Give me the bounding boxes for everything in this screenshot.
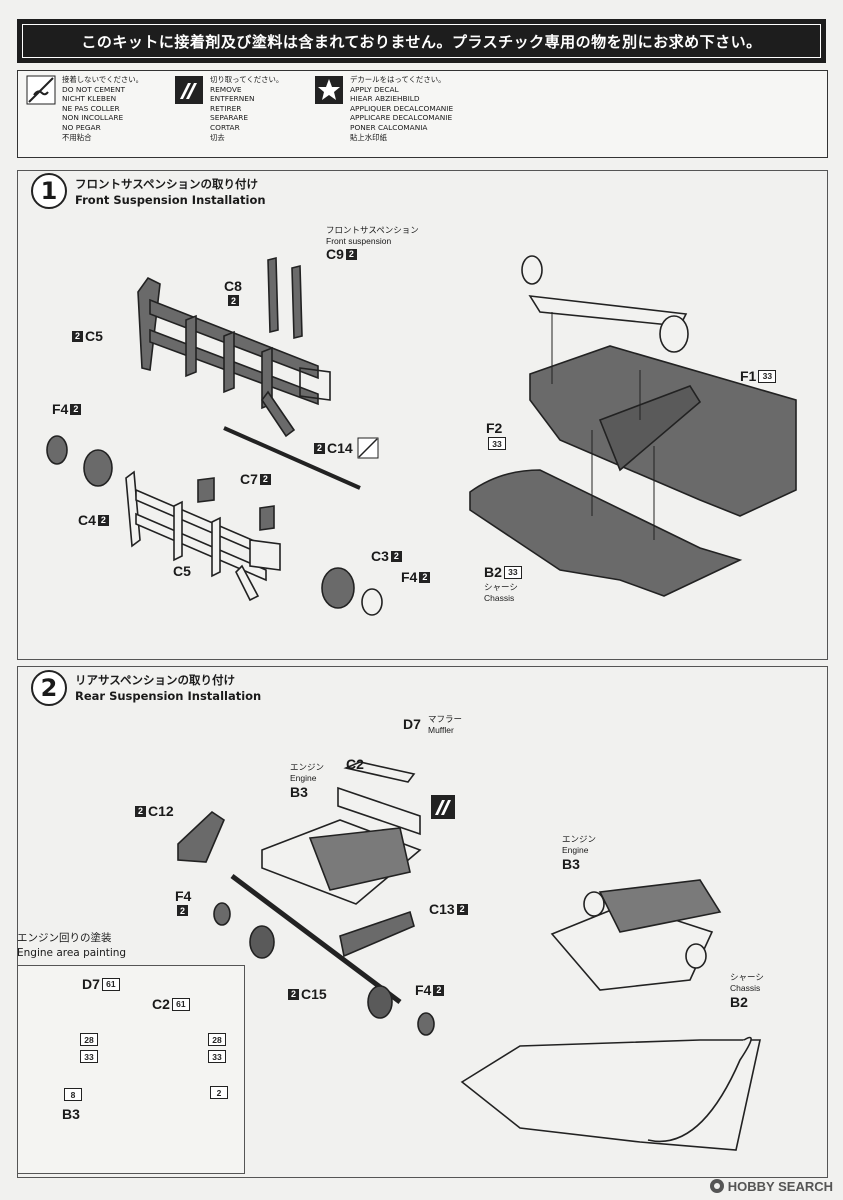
f4-washer-2-drawing (361, 588, 383, 616)
muffler-en: Muffler (428, 725, 454, 735)
front-suspension-upper-drawing (137, 256, 331, 438)
no-cement-icon (357, 437, 379, 459)
remove-cut-icon (175, 76, 203, 104)
apply-decal-star-icon (315, 76, 343, 104)
part-f2-number: 33 (486, 437, 506, 450)
chassis-jp: シャーシ (484, 582, 518, 592)
part-b3-label-2: B3 (562, 856, 580, 872)
engine-painting-inset (17, 965, 245, 1174)
step2-title-jp: リアサスペンションの取り付け (75, 673, 235, 687)
c3-hub-drawing (321, 567, 355, 609)
muffler-jp: マフラー (428, 714, 463, 724)
step2-title-en: Rear Suspension Installation (75, 689, 262, 703)
part-b3-label: B3 (290, 784, 308, 800)
inset-2-label: 2 (208, 1086, 228, 1099)
engine-en: Engine (290, 773, 317, 783)
part-c8-label: C8 (224, 278, 242, 294)
part-c5-label-2: C5 (173, 563, 191, 579)
part-b2-label-2: B2 (730, 994, 748, 1010)
inset-title-en: Engine area painting (17, 947, 127, 959)
part-f4-label-3: F4 (175, 888, 192, 904)
engine-jp: エンジン (290, 762, 325, 772)
part-f2-label: F2 (486, 420, 503, 436)
chassis-front-drawing (469, 255, 797, 597)
inset-33-right: 33 (206, 1050, 226, 1063)
f4-washer-drawing (46, 435, 68, 465)
chassis2-jp: シャーシ (730, 972, 764, 982)
chassis2-en: Chassis (730, 983, 761, 993)
step2-number: 2 (31, 670, 67, 706)
chassis-en: Chassis (484, 593, 515, 603)
hobby-search-logo-icon (709, 1179, 724, 1193)
engine2-jp: エンジン (562, 834, 597, 844)
inset-b3-label: B3 (62, 1106, 80, 1122)
inset-title-jp: エンジン回りの塗装 (17, 932, 112, 944)
assembly-arrows (551, 312, 655, 540)
inset-28-left: 28 (78, 1033, 98, 1046)
watermark: HOBBY SEARCH (709, 1178, 833, 1194)
front-susp-jp: フロントサスペンション (326, 225, 419, 235)
step1-panel (17, 170, 828, 660)
step1-number: 1 (31, 173, 67, 209)
front-susp-en: Front suspension (326, 236, 392, 246)
tie-rod-drawing (223, 426, 361, 490)
step1-title-en: Front Suspension Installation (75, 193, 266, 207)
step2-panel (17, 666, 828, 1178)
engine2-en: Engine (562, 845, 589, 855)
notice-banner: このキットに接着剤及び塗料は含まれておりません。プラスチック専用の物を別にお求め… (17, 19, 826, 63)
inset-8-label: 8 (62, 1088, 82, 1101)
part-f4-number-3: 2 (175, 905, 190, 916)
inset-33-left: 33 (78, 1050, 98, 1063)
remove-cut-icon (431, 795, 455, 819)
rear-chassis-drawing (460, 879, 761, 1151)
part-c8-number: 2 (226, 295, 241, 306)
front-suspension-lower-drawing (125, 470, 281, 602)
step1-title-jp: フロントサスペンションの取り付け (75, 177, 258, 191)
part-c2-label: C2 (346, 756, 364, 772)
inset-28-right: 28 (206, 1033, 226, 1046)
watermark-text: HOBBY SEARCH (727, 1178, 833, 1194)
no-cement-icon (26, 75, 56, 105)
notice-text: このキットに接着剤及び塗料は含まれておりません。プラスチック専用の物を別にお求め… (81, 32, 762, 51)
rear-engine-drawing (177, 761, 435, 1036)
part-d7-label: D7 (403, 716, 421, 732)
c4-hub-drawing (83, 449, 113, 487)
